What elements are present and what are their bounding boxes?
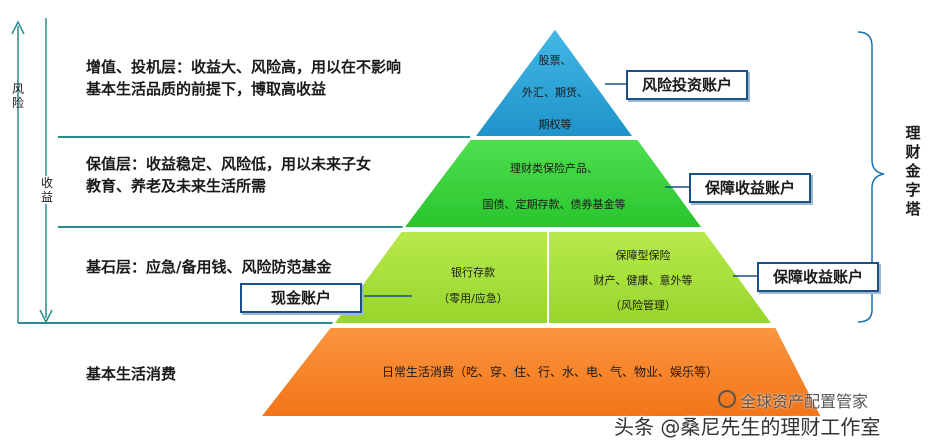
risk-investment-account-box: 风险投资账户: [626, 70, 748, 100]
return-label: 收 益: [40, 176, 54, 204]
tier-top-desc-line1: 增值、投机层：收益大、风险高，用以在不影响: [86, 58, 402, 76]
tier-top-desc-line2: 基本生活品质的前提下，博取高收益: [86, 80, 327, 98]
wechat-icon: [718, 390, 736, 408]
tier-base-right-item-3: （风险管理）: [610, 299, 676, 312]
tier-base-right-item-2: 财产、健康、意外等: [593, 274, 693, 287]
watermark-line1: 全球资产配置管家: [740, 392, 869, 411]
tier-base-left-item-1: 银行存款: [451, 266, 495, 279]
tier-foundation-items: 日常生活消费（吃、穿、住、行、水、电、气、物业、娱乐等）: [381, 365, 718, 379]
tier-base-description: 基石层：应急/备用钱、风险防范基金: [86, 258, 332, 276]
tier-foundation-description: 基本生活消费: [86, 365, 177, 383]
tier-middle: [400, 138, 705, 229]
tier-top-description: 增值、投机层：收益大、风险高，用以在不影响 基本生活品质的前提下，博取高收益: [86, 56, 401, 100]
risk-arrowhead: [11, 20, 25, 35]
tier-foundation: [257, 326, 824, 418]
right-brace: [857, 31, 885, 323]
pyramid-title-vertical: 理 财 金 字 塔: [904, 124, 922, 219]
pyramid-title-text: 理 财 金 字 塔: [905, 124, 921, 218]
insurance-account-box: 保障收益账户: [757, 262, 879, 292]
tier-middle-item-2: 国债、定期存款、债券基金等: [482, 198, 626, 211]
tier-middle-desc-line1: 保值层：收益稳定、风险低，用以未来子女: [86, 155, 372, 173]
tier-middle-desc-line2: 教育、养老及未来生活所需: [86, 177, 267, 195]
tier-middle-item-1: 理财类保险产品、: [510, 162, 598, 175]
tier-base-left-item-2: （零用/应急）: [438, 292, 508, 305]
protection-return-account-box: 保障收益账户: [689, 173, 811, 203]
tier-top-item-2: 外汇、期货、: [522, 86, 588, 99]
tier-top: [472, 26, 636, 138]
return-arrowhead: [39, 309, 53, 324]
risk-label: 风 险: [11, 82, 24, 110]
tier-middle-description: 保值层：收益稳定、风险低，用以未来子女 教育、养老及未来生活所需: [86, 153, 371, 197]
tier-top-item-3: 期权等: [538, 118, 572, 131]
tier-base-right-item-1: 保障型保险: [615, 249, 671, 262]
tier-top-item-1: 股票、: [538, 54, 572, 67]
cash-account-box: 现金账户: [240, 283, 362, 313]
watermark-line2: 头条 @桑尼先生的理财工作室: [614, 415, 881, 439]
